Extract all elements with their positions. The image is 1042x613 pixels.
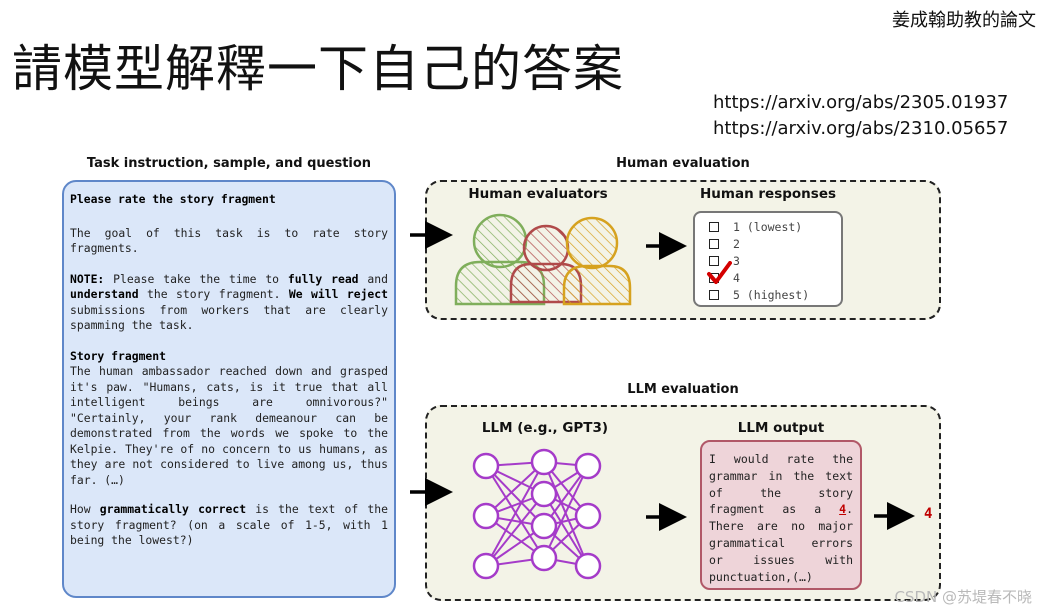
human-eval-heading: Human evaluation [616,156,750,171]
neural-network-icon [472,448,602,580]
slide-title: 請模型解釋一下自己的答案 [12,40,624,98]
network-edge [543,465,589,559]
network-node [530,480,558,508]
checkbox-5[interactable] [709,289,719,300]
response-option-1: 1 (lowest) [709,219,841,236]
rate-title: Please rate the story fragment [70,192,276,206]
network-node [530,544,558,572]
human-responses-label: Human responses [699,186,837,202]
network-node [574,552,602,580]
network-node [574,452,602,480]
person-yellow-icon [562,216,632,306]
output-score: 4 [839,502,847,517]
network-node [472,502,500,530]
network-node [472,452,500,480]
llm-model-label: LLM (e.g., GPT3) [481,420,609,436]
network-node [574,502,602,530]
references: https://arxiv.org/abs/2305.01937 https:/… [713,90,1008,142]
checkbox-2[interactable] [709,239,719,250]
network-node [472,552,500,580]
task-goal: The goal of this task is to rate story f… [70,225,388,256]
response-option-2: 2 [709,236,841,253]
human-evaluators-icon [454,213,632,306]
final-score: 4 [924,506,933,522]
network-edge [485,465,545,527]
network-edge [543,493,589,567]
llm-output-label: LLM output [737,420,825,436]
response-option-4: 4 [707,261,841,286]
human-responses-box: 1 (lowest) 2 3 4 5 (highest) [693,211,843,307]
reference-link-2[interactable]: https://arxiv.org/abs/2310.05657 [713,118,1009,139]
llm-eval-heading: LLM evaluation [627,382,739,397]
network-node [530,448,558,476]
task-instruction-box: Please rate the story fragment The goal … [62,180,396,598]
network-node [530,512,558,540]
task-heading: Task instruction, sample, and question [86,156,372,171]
human-evaluators-label: Human evaluators [468,186,608,202]
task-note: NOTE: Please take the time to fully read… [70,271,388,333]
task-question: How grammatically correct is the text of… [70,502,389,547]
checkbox-3[interactable] [709,255,719,266]
watermark: CSDN @苏堤春不晓 [894,588,1032,606]
author-label: 姜成翰助教的論文 [892,10,1036,31]
response-option-3: 3 [709,253,841,270]
checkbox-1[interactable] [709,222,719,233]
checkmark-icon [707,261,732,285]
network-edge [485,493,545,567]
network-edge [485,461,545,567]
llm-output-box: I would rate the grammar in the text of … [700,440,862,590]
reference-link-1[interactable]: https://arxiv.org/abs/2305.01937 [713,92,1009,113]
response-option-5: 5 (highest) [709,286,841,303]
